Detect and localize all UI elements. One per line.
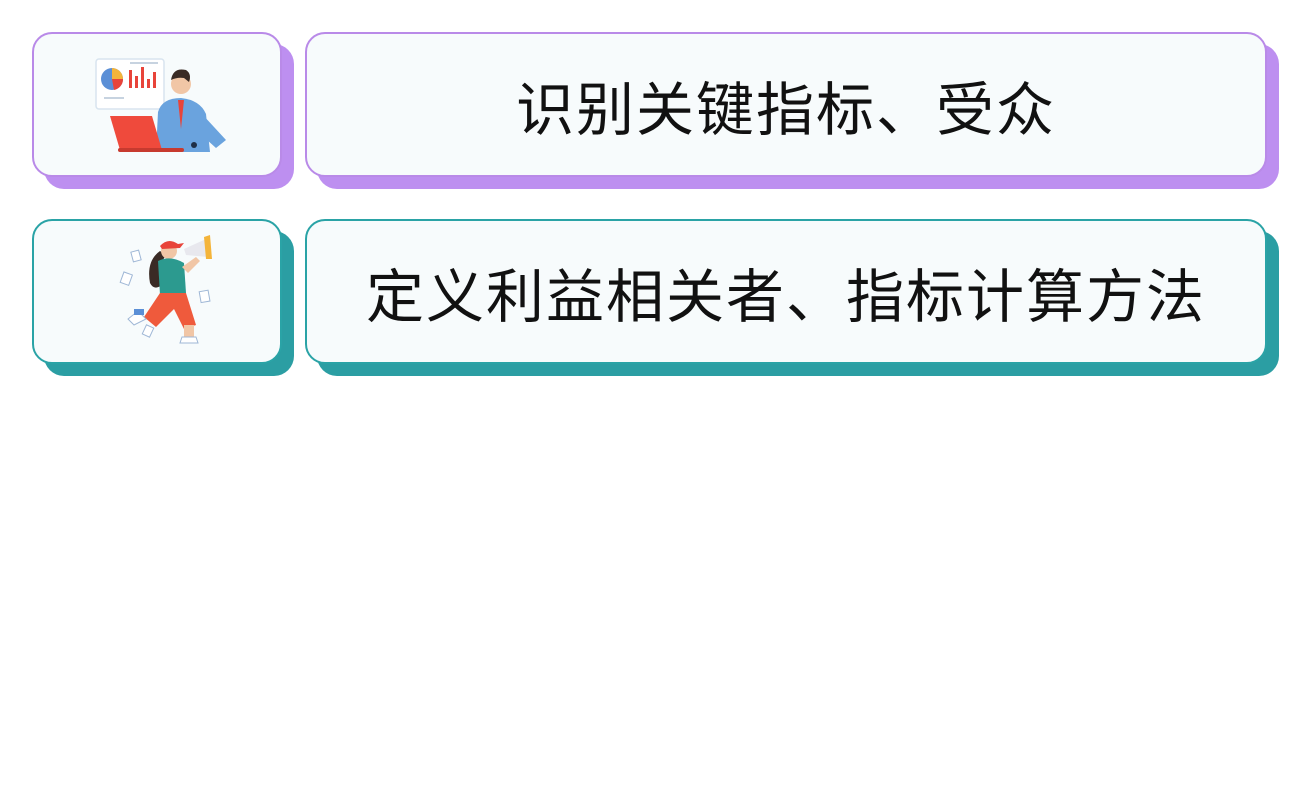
- step-label: 定义利益相关者、指标计算方法: [365, 262, 1206, 331]
- illustration-card-2: [32, 219, 282, 364]
- analyst-laptop-chart-illustration: [95, 58, 226, 152]
- step-card-2: 定义利益相关者、指标计算方法: [305, 219, 1267, 364]
- step-row-1: 识别关键指标、受众: [0, 32, 1300, 192]
- illustration-card-1: [32, 32, 282, 177]
- step-card-1: 识别关键指标、受众: [305, 32, 1267, 177]
- step-label: 识别关键指标、受众: [515, 75, 1056, 144]
- step-row-2: 定义利益相关者、指标计算方法: [0, 219, 1300, 379]
- woman-megaphone-running-illustration: [119, 235, 212, 344]
